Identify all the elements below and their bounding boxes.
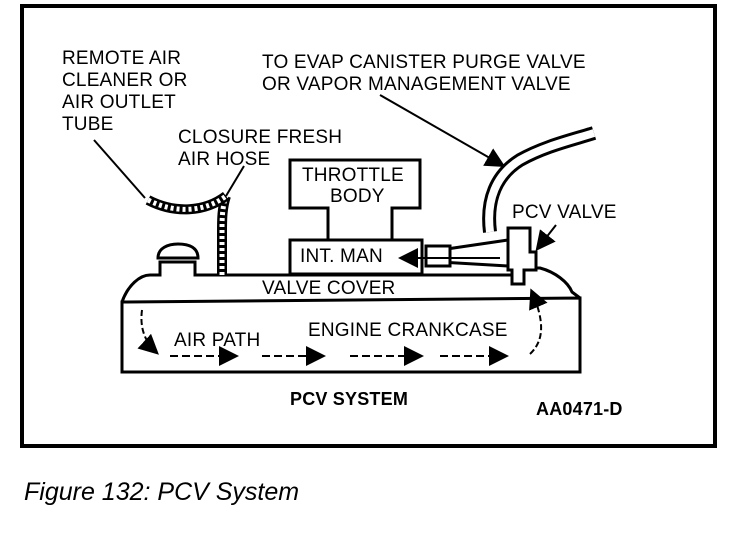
valve-cover-body [120, 260, 581, 303]
label-int-man: INT. MAN [300, 246, 383, 267]
label-remote-air-2: CLEANER OR [62, 70, 188, 91]
label-evap-2: OR VAPOR MANAGEMENT VALVE [262, 74, 571, 95]
label-closure-hose-2: AIR HOSE [178, 149, 271, 170]
air-path-arrows [137, 288, 548, 366]
label-throttle-1: THROTTLE [302, 165, 404, 186]
label-pcv-system: PCV SYSTEM [290, 389, 409, 409]
leader-closure-hose [225, 165, 245, 197]
throttle-body-shape [288, 158, 422, 240]
engine-crankcase-body [120, 296, 582, 374]
label-pcv-valve: PCV VALVE [512, 202, 617, 223]
label-throttle-2: BODY [330, 186, 385, 207]
leader-pcv-valve [535, 224, 557, 252]
remote-air-tube [145, 191, 230, 215]
label-remote-air-3: AIR OUTLET [62, 92, 176, 113]
label-valve-cover: VALVE COVER [262, 278, 396, 299]
label-engine-crankcase: ENGINE CRANKCASE [308, 320, 508, 341]
label-closure-hose-1: CLOSURE FRESH [178, 127, 343, 148]
closure-air-hose [217, 194, 231, 275]
diagram-frame [20, 4, 717, 448]
oil-filler-cap [156, 242, 200, 260]
leader-evap [379, 94, 506, 167]
label-air-path: AIR PATH [174, 330, 261, 351]
label-remote-air-4: TUBE [62, 114, 114, 135]
label-figure-code: AA0471-D [536, 399, 623, 419]
figure-caption: Figure 132: PCV System [24, 478, 300, 506]
manifold-connector [424, 244, 452, 268]
label-evap-1: TO EVAP CANISTER PURGE VALVE [262, 52, 586, 73]
leader-remote-air [93, 139, 146, 199]
label-remote-air-1: REMOTE AIR [62, 48, 182, 69]
pcv-valve-body [506, 226, 538, 286]
